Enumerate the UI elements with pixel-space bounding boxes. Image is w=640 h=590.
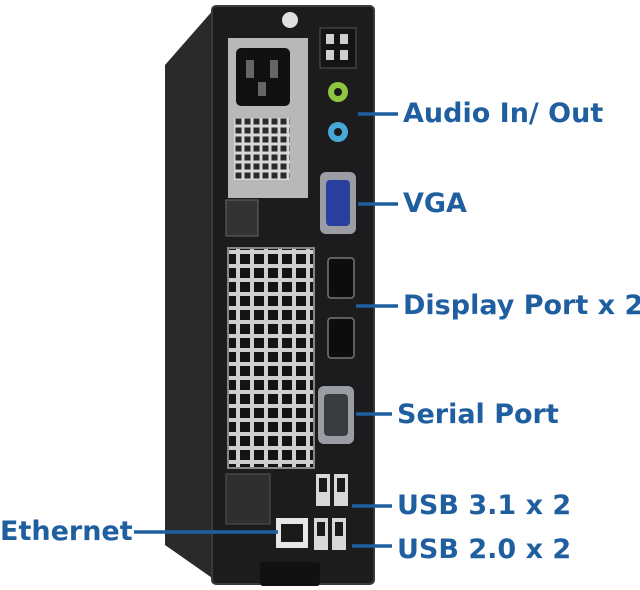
label-vga: VGA: [403, 188, 467, 219]
label-serial-port: Serial Port: [397, 399, 559, 430]
vent-grille: [228, 248, 314, 468]
label-audio: Audio In/ Out: [403, 98, 604, 129]
label-display-port: Display Port x 2: [403, 290, 640, 321]
label-usb31: USB 3.1 x 2: [397, 490, 572, 521]
chassis-side: [165, 8, 215, 580]
screw-icon: [282, 12, 298, 28]
label-usb20: USB 2.0 x 2: [397, 534, 572, 565]
power-connector: [236, 48, 290, 106]
display-port-1-icon: [327, 257, 355, 299]
lower-plate: [225, 473, 271, 525]
top-vent: [319, 27, 357, 69]
callout-lines: [134, 112, 398, 548]
psu-fan-grille: [234, 118, 290, 180]
label-ethernet: Ethernet: [0, 516, 133, 547]
display-port-2-icon: [327, 317, 355, 359]
security-slot-icon: [225, 199, 259, 237]
bottom-foot: [260, 562, 320, 586]
